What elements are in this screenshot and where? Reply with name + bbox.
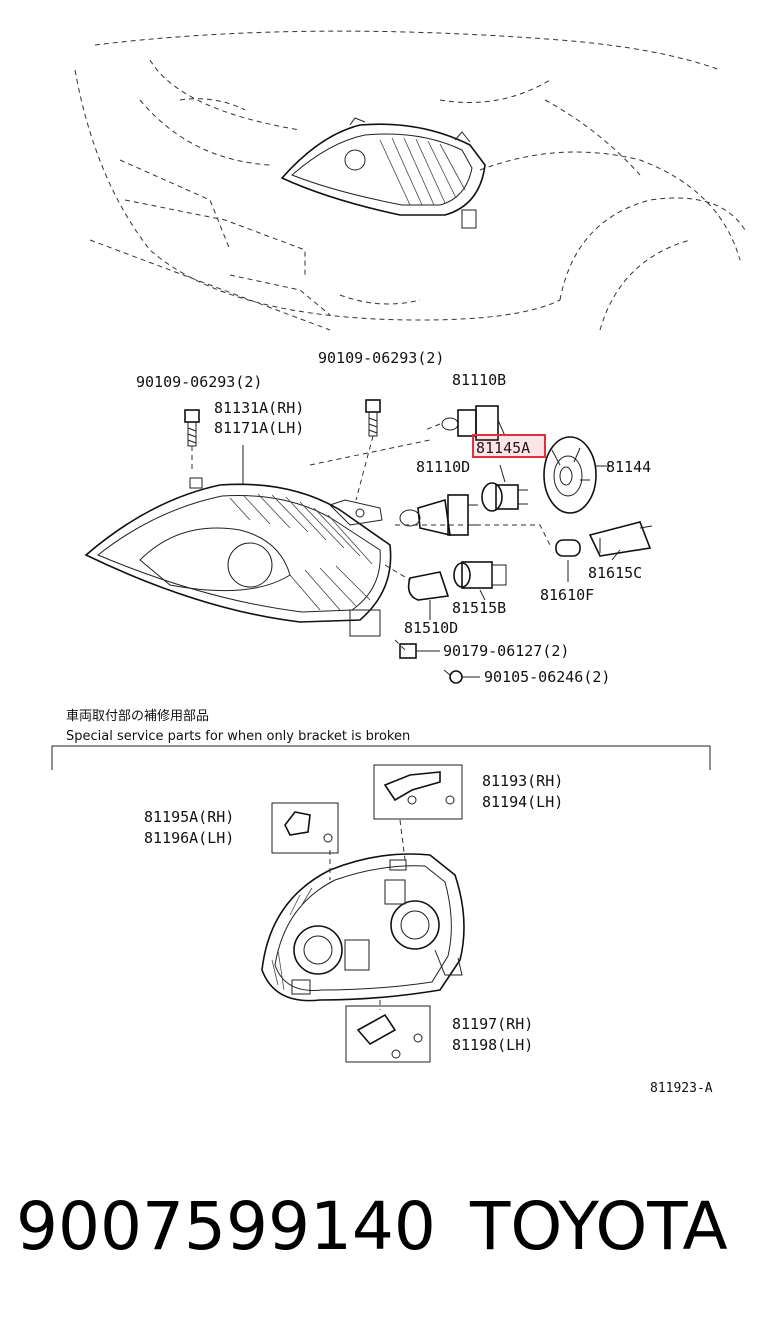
label-cover-81144: 81144 (606, 458, 651, 476)
label-bulb-81610f: 81610F (540, 586, 594, 604)
label-bolt-left: 90109-06293(2) (136, 373, 262, 391)
car-front-illustration (74, 30, 746, 331)
label-bulb-81510d: 81510D (404, 619, 458, 637)
bracket-box-81195a (271, 802, 339, 854)
socket-81615c (588, 521, 653, 561)
label-screw: 90105-06246(2) (484, 668, 610, 686)
label-clip: 90179-06127(2) (443, 642, 569, 660)
label-81196a-lh: 81196A(LH) (144, 829, 234, 847)
label-lamp-unit-lh: 81171A(LH) (214, 419, 304, 437)
label-81193-rh: 81193(RH) (482, 772, 563, 790)
label-socket-81515b: 81515B (452, 599, 506, 617)
headlamp-assembly-exploded (84, 399, 653, 684)
clip-90179 (399, 643, 440, 659)
headlamp-unit (84, 445, 392, 637)
headlamp-rear-view (261, 819, 465, 1010)
label-bulb-81110d: 81110D (416, 458, 470, 476)
label-socket-81145a: 81145A (476, 439, 530, 457)
label-lamp-unit-rh: 81131A(RH) (214, 399, 304, 417)
note-japanese: 車両取付部の補修用部品 (66, 709, 209, 724)
note-english: Special service parts for when only brac… (66, 729, 410, 744)
bracket-box-81193 (373, 764, 463, 820)
label-81197-rh: 81197(RH) (452, 1015, 533, 1033)
bulb-81510d (407, 571, 450, 620)
label-81195a-rh: 81195A(RH) (144, 808, 234, 826)
bulb-81110d (399, 494, 478, 537)
cover-81144 (543, 436, 610, 514)
part-number: 9007599140 (16, 1188, 436, 1265)
label-bulb-81110b: 81110B (452, 371, 506, 389)
bolt-right (355, 399, 381, 501)
label-bolt-right: 90109-06293(2) (318, 349, 444, 367)
section-bracket-line (51, 745, 711, 770)
socket-81515b (453, 561, 507, 601)
bracket-labels: 81193(RH) 81194(LH) 81195A(RH) 81196A(LH… (144, 772, 713, 1096)
label-socket-81615c: 81615C (588, 564, 642, 582)
highlight-box (472, 434, 546, 458)
part-labels: 90109-06293(2) 90109-06293(2) 81131A(RH)… (136, 349, 651, 686)
label-81194-lh: 81194(LH) (482, 793, 563, 811)
bulb-81610f (555, 539, 581, 582)
bolt-left (184, 409, 200, 470)
figure-code: 811923-A (650, 1081, 713, 1096)
socket-81145a (481, 464, 528, 512)
label-81198-lh: 81198(LH) (452, 1036, 533, 1054)
brand-name: TOYOTA (470, 1188, 728, 1265)
footer: 9007599140 TOYOTA (0, 1188, 760, 1278)
bulb-81110b (424, 405, 506, 441)
bracket-box-81197 (345, 1005, 431, 1063)
screw-90105 (443, 669, 480, 684)
